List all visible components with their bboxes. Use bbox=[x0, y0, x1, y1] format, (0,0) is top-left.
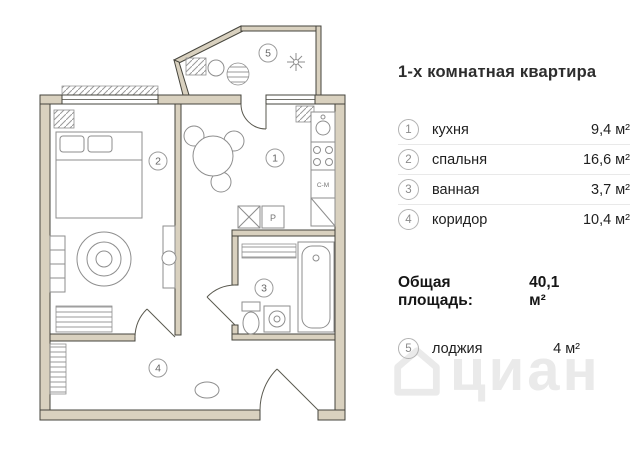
room-label: лоджия bbox=[432, 340, 483, 357]
number-badge: 2 bbox=[398, 149, 419, 170]
room-number-bathroom: 3 bbox=[254, 278, 274, 298]
list-item-bathroom: 3 ванная 3,7 м² bbox=[398, 174, 630, 204]
number-badge: 3 bbox=[398, 179, 419, 200]
room-area: 4 м² bbox=[553, 340, 580, 357]
kitchen-furniture: С-М Р bbox=[183, 105, 336, 229]
towel-radiator bbox=[241, 243, 297, 259]
cabinet-p: Р bbox=[261, 205, 285, 229]
svg-text:2: 2 bbox=[155, 156, 161, 168]
loggia-furniture bbox=[185, 53, 305, 86]
sink bbox=[310, 111, 336, 143]
svg-text:Р: Р bbox=[270, 213, 276, 223]
room-label: ванная bbox=[432, 181, 480, 198]
room-number-bedroom: 2 bbox=[148, 151, 168, 171]
room-number-kitchen: 1 bbox=[265, 148, 285, 168]
pouf bbox=[194, 381, 220, 399]
dresser bbox=[49, 235, 66, 293]
cabinet-x bbox=[237, 205, 261, 229]
balcony-door bbox=[240, 103, 267, 130]
washing-machine: С-М bbox=[310, 169, 336, 199]
nightstand bbox=[53, 109, 75, 129]
toilet bbox=[241, 301, 261, 335]
loggia-stool bbox=[226, 62, 250, 86]
bath-washer bbox=[263, 305, 291, 333]
svg-text:1: 1 bbox=[272, 153, 278, 165]
room-area: 3,7 м² bbox=[591, 181, 630, 198]
watermark: циан bbox=[388, 342, 601, 400]
rug bbox=[76, 231, 132, 287]
list-item-kitchen: 1 кухня 9,4 м² bbox=[398, 115, 630, 144]
plant-icon bbox=[287, 53, 305, 71]
legend-panel: 1-х комнатная квартира 1 кухня 9,4 м² 2 … bbox=[398, 62, 630, 363]
interior-walls bbox=[49, 103, 336, 342]
entrance-door bbox=[259, 368, 319, 411]
list-item-loggia: 5 лоджия 4 м² bbox=[398, 334, 630, 363]
svg-text:С-М: С-М bbox=[317, 182, 329, 189]
list-item-bedroom: 2 спальня 16,6 м² bbox=[398, 144, 630, 174]
kitchen-counter: С-М bbox=[310, 111, 336, 227]
radiator bbox=[49, 343, 67, 395]
balcony-window bbox=[265, 94, 316, 105]
loggia-walls bbox=[173, 25, 322, 96]
bedroom-window bbox=[61, 85, 159, 105]
total-area-value: 40,1 м² bbox=[529, 274, 560, 309]
outer-walls bbox=[39, 94, 346, 421]
loggia-pot bbox=[207, 59, 225, 77]
page-title: 1-х комнатная квартира bbox=[398, 63, 597, 81]
bedroom-furniture bbox=[49, 109, 177, 333]
room-area: 16,6 м² bbox=[582, 151, 630, 168]
floor-lamp bbox=[161, 225, 177, 289]
loggia-crate bbox=[185, 57, 207, 76]
list-item-corridor: 4 коридор 10,4 м² bbox=[398, 204, 630, 234]
floorplan: С-М Р bbox=[39, 25, 346, 421]
room-label: коридор bbox=[432, 211, 488, 228]
stove bbox=[310, 141, 336, 171]
room-area: 10,4 м² bbox=[582, 211, 630, 228]
room-number-corridor: 4 bbox=[148, 358, 168, 378]
watermark-text: циан bbox=[450, 338, 601, 403]
bedroom-door bbox=[134, 308, 176, 338]
total-area-row: Общая площадь: 40,1 м² bbox=[398, 274, 630, 310]
dining-table bbox=[183, 125, 245, 193]
room-label: спальня bbox=[432, 151, 488, 168]
room-label: кухня bbox=[432, 121, 469, 138]
corridor-furniture bbox=[49, 343, 220, 399]
number-badge: 5 bbox=[398, 338, 419, 359]
svg-text:3: 3 bbox=[261, 283, 267, 295]
bathroom-door bbox=[206, 284, 236, 326]
room-area: 9,4 м² bbox=[591, 121, 630, 138]
room-number-loggia: 5 bbox=[258, 43, 278, 63]
number-badge: 1 bbox=[398, 119, 419, 140]
total-area-label: Общая площадь: bbox=[398, 274, 473, 309]
bench bbox=[55, 305, 113, 333]
house-outline-icon bbox=[394, 347, 440, 396]
bed bbox=[55, 131, 143, 219]
bathroom-fixtures bbox=[241, 241, 335, 335]
fridge bbox=[310, 197, 336, 227]
room-list: 1 кухня 9,4 м² 2 спальня 16,6 м² 3 ванна… bbox=[398, 115, 630, 234]
svg-text:4: 4 bbox=[155, 363, 161, 375]
svg-text:5: 5 bbox=[265, 48, 271, 60]
number-badge: 4 bbox=[398, 209, 419, 230]
bathtub bbox=[297, 241, 335, 333]
